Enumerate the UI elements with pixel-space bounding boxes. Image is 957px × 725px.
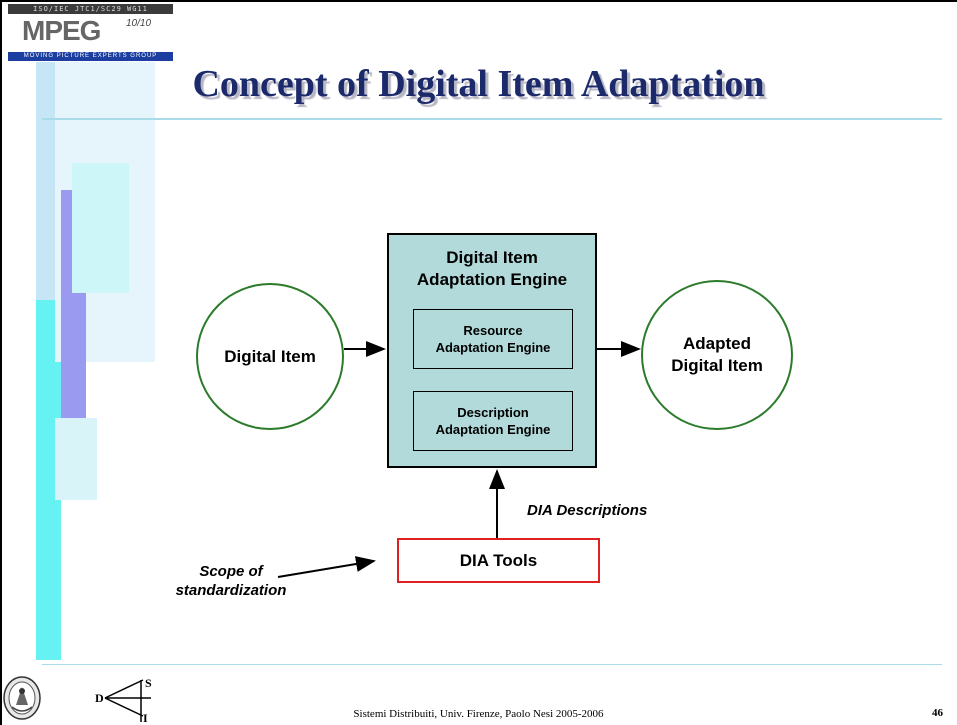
footer-divider: [42, 664, 942, 665]
adapted-digital-item-node: Adapted Digital Item: [641, 280, 793, 430]
resource-adaptation-engine-box: Resource Adaptation Engine: [413, 309, 573, 369]
description-engine-line2: Adaptation Engine: [435, 422, 551, 437]
mpeg-logo-sup: 10/10: [126, 18, 152, 29]
scope-line1: Scope of: [199, 563, 263, 580]
arrow-scope-to-tools: [277, 556, 376, 578]
scope-line2: standardization: [175, 582, 287, 599]
resource-engine-line1: Resource: [463, 323, 523, 338]
logo-band: MOVING PICTURE EXPERTS GROUP: [8, 52, 173, 61]
slide-title: Concept of Digital Item Adaptation: [192, 63, 765, 105]
logo-strip: ISO/IEC JTC1/SC29 WG11: [8, 4, 173, 14]
dia-tools-box: DIA Tools: [397, 538, 600, 583]
decor-bar-mint: [55, 418, 97, 500]
dia-engine-box: Digital Item Adaptation Engine Resource …: [387, 233, 597, 468]
adapted-line2: Digital Item: [671, 356, 763, 375]
university-seal-icon: [3, 676, 41, 720]
footer-citation: Sistemi Distribuiti, Univ. Firenze, Paol…: [353, 708, 604, 720]
mpeg-logo: ISO/IEC JTC1/SC29 WG11 MPEG 10/10 MOVING…: [8, 4, 173, 61]
adapted-line1: Adapted: [683, 334, 751, 353]
digital-item-label: Digital Item: [224, 346, 316, 366]
engine-title-line2: Adaptation Engine: [416, 270, 568, 289]
page-number: 46: [932, 707, 943, 719]
dsi-letter-d: D: [95, 691, 104, 705]
engine-title-line1: Digital Item: [446, 248, 538, 267]
dia-tools-label: DIA Tools: [459, 550, 538, 570]
description-adaptation-engine-box: Description Adaptation Engine: [413, 391, 573, 451]
dia-descriptions-label: DIA Descriptions: [527, 502, 648, 519]
mpeg-logo-text: MPEG: [22, 15, 101, 46]
dsi-letter-s: S: [145, 676, 152, 690]
engine-title: Digital Item Adaptation Engine: [389, 247, 595, 291]
description-engine-line1: Description: [457, 405, 529, 420]
decor-bar-aqua: [72, 163, 129, 293]
dsi-logo-icon: D S I: [95, 676, 152, 724]
title-divider: [42, 118, 942, 120]
resource-engine-line2: Adaptation Engine: [435, 340, 551, 355]
scope-label: Scope of standardization: [156, 562, 306, 600]
digital-item-node: Digital Item: [196, 283, 344, 430]
dsi-letter-i: I: [143, 711, 148, 724]
